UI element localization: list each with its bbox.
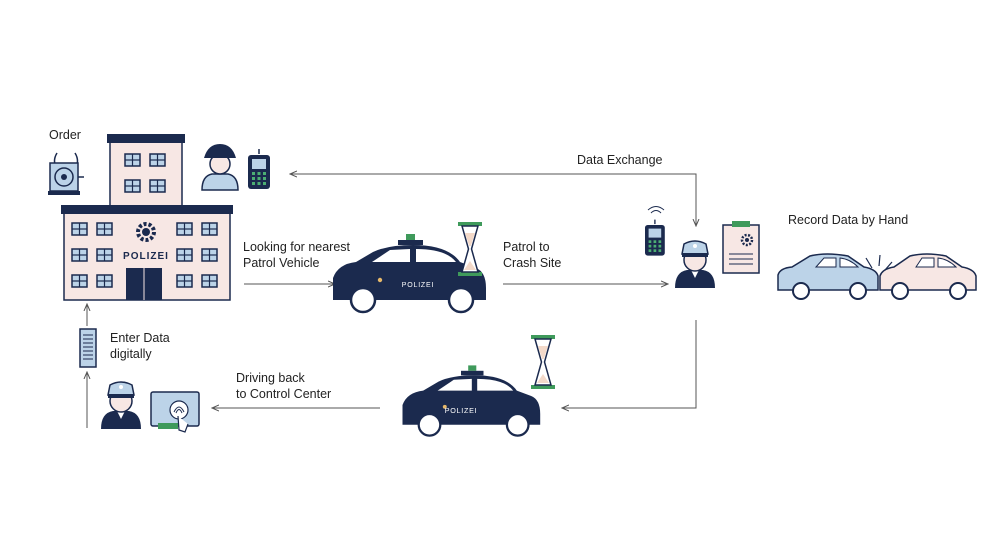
label-driving-back: Driving back to Control Center [236, 370, 331, 402]
station-sign: POLIZEI [123, 251, 169, 262]
pink-car [879, 253, 977, 300]
label-enter-data: Enter Data digitally [110, 330, 170, 362]
police-station: POLIZEI [61, 134, 233, 301]
label-record-by-hand: Record Data by Hand [788, 212, 908, 228]
connectors [87, 174, 696, 428]
label-patrol-line1: Patrol to [503, 240, 550, 254]
clipboard-icon [722, 221, 760, 274]
label-data-exchange-text: Data Exchange [577, 153, 663, 167]
label-looking-line2: Patrol Vehicle [243, 256, 320, 270]
police-star-icon [136, 222, 156, 242]
label-looking-line1: Looking for nearest [243, 240, 351, 254]
label-record-text: Record Data by Hand [788, 213, 909, 227]
label-driving-line2: to Control Center [236, 387, 332, 401]
police-car: POLIZEI [331, 232, 488, 314]
police-car: POLIZEI [401, 364, 542, 437]
arrow-return-down [562, 320, 697, 408]
radio-icon [247, 148, 271, 190]
officer-icon [201, 144, 239, 191]
server-icon [79, 328, 97, 368]
car-sign: POLIZEI [445, 406, 478, 415]
label-enter-line1: Enter Data [110, 331, 170, 345]
label-patrol-line2: Crash Site [503, 256, 562, 270]
hourglass-icon [530, 334, 556, 390]
label-driving-line1: Driving back [236, 371, 305, 385]
label-enter-line2: digitally [110, 347, 152, 361]
label-looking-for-patrol: Looking for nearest Patrol Vehicle [243, 239, 350, 271]
label-order-text: Order [49, 128, 81, 142]
impact-lines [865, 254, 893, 271]
arrow-data-exchange [290, 174, 697, 224]
blue-car [777, 253, 879, 300]
siren-icon [48, 152, 84, 195]
car-sign: POLIZEI [402, 282, 434, 289]
label-data-exchange: Data Exchange [577, 152, 662, 168]
label-patrol-to-crash: Patrol to Crash Site [503, 239, 561, 271]
officer-icon [674, 240, 716, 289]
fingerprint-terminal-icon [150, 391, 200, 433]
crashed-cars [777, 253, 977, 300]
radio-icon [644, 206, 666, 257]
officer-icon [100, 381, 142, 430]
label-order: Order [49, 127, 81, 143]
